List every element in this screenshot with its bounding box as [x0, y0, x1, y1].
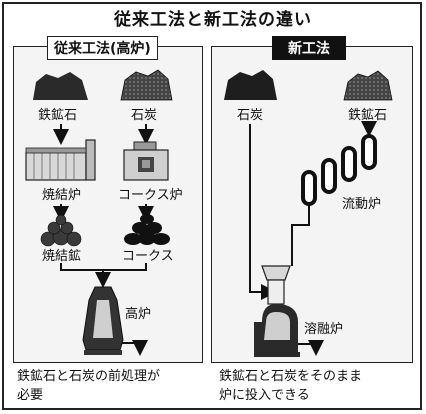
new-coal-label: 石炭 [237, 108, 264, 123]
coke-oven-label: コークス炉 [118, 188, 183, 203]
figure-title: 従来工法と新工法の違い [114, 10, 312, 30]
coal-pile-icon-new [224, 70, 277, 100]
new-method-note-line1: 鉄鉱石と石炭をそのまま [219, 369, 363, 384]
old-method-note-line2: 必要 [17, 388, 44, 403]
iron-ore-pile-icon-new [343, 70, 393, 101]
sinter-pile-icon [40, 214, 82, 247]
coal-pile-icon [120, 69, 173, 101]
old-method-tab: 従来工法(高炉) [47, 36, 158, 60]
old-coal-label: 石炭 [131, 108, 158, 123]
smelting-furnace-icon [254, 265, 324, 357]
fluidized-bed-icon [301, 134, 377, 206]
new-method-note-line2: 炉に投入できる [219, 388, 310, 403]
old-ore-label: 鉄鉱石 [38, 108, 78, 123]
iron-ore-pile-icon [33, 72, 88, 100]
sinter-label: 焼結鉱 [42, 249, 82, 264]
blast-furnace-icon [82, 286, 148, 356]
new-method-note: 鉄鉱石と石炭をそのまま 炉に投入できる [219, 367, 362, 405]
sinter-furnace-label: 焼結炉 [42, 188, 82, 203]
old-method-note: 鉄鉱石と石炭の前処理が 必要 [17, 367, 160, 405]
sintering-furnace-icon [25, 139, 96, 181]
fluidized-bed-label: 流動炉 [342, 197, 382, 212]
line-coal-to-smelting-furnace [249, 124, 277, 300]
new-ore-label: 鉄鉱石 [348, 108, 388, 123]
coke-pile-icon [124, 214, 170, 245]
blast-furnace-label: 高炉 [125, 307, 152, 322]
new-method-tab: 新工法 [272, 36, 346, 60]
smelting-furnace-label: 溶融炉 [304, 322, 344, 337]
line-fluidized-bed-to-hopper [291, 205, 310, 262]
coke-oven-icon [123, 141, 169, 181]
old-method-note-line1: 鉄鉱石と石炭の前処理が [17, 369, 161, 384]
coke-label: コークス [122, 249, 174, 264]
